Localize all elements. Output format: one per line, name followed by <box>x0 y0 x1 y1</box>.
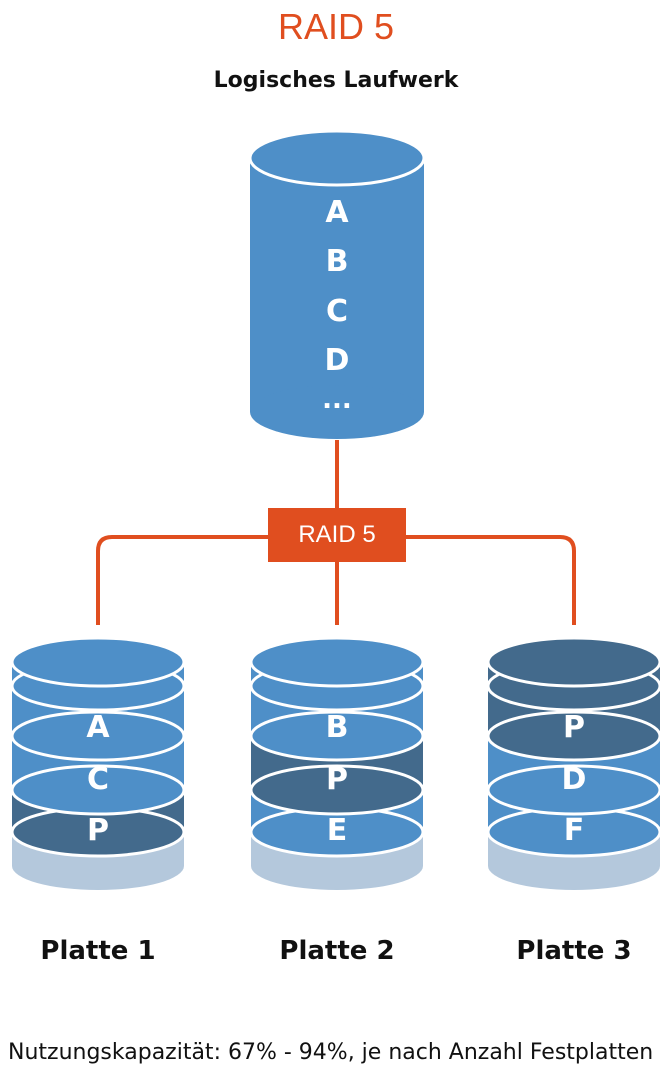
disk-parity-block: P <box>87 813 109 848</box>
disk-block: B <box>326 710 349 745</box>
disk-block: D <box>562 762 587 797</box>
logical-block: B <box>326 244 349 279</box>
disk-2-cylinder: B P E <box>249 636 425 890</box>
disk-3-cylinder: P D F <box>486 636 662 890</box>
raid-controller-box: RAID 5 <box>268 508 406 562</box>
logical-block-ellipsis: ... <box>322 385 352 415</box>
capacity-note: Nutzungskapazität: 67% - 94%, je nach An… <box>8 1040 654 1065</box>
disk-block: E <box>327 813 348 848</box>
logical-drive-cylinder: A B C D ... <box>248 129 426 439</box>
logical-drive-label: Logisches Laufwerk <box>213 68 459 93</box>
disk-label-2: Platte 2 <box>279 936 395 966</box>
disk-block: C <box>87 762 109 797</box>
diagram-title: RAID 5 <box>277 6 395 47</box>
connector-raid-to-disk-3 <box>404 535 576 625</box>
disk-block: F <box>564 813 585 848</box>
logical-block: C <box>326 294 348 329</box>
disk-label-3: Platte 3 <box>516 936 632 966</box>
disk-parity-block: P <box>563 710 585 745</box>
disk-parity-block: P <box>326 762 348 797</box>
connector-lines <box>96 440 576 625</box>
connector-raid-to-disk-1 <box>96 535 270 625</box>
disk-block: A <box>86 710 110 745</box>
disk-label-1: Platte 1 <box>40 936 156 966</box>
logical-block: D <box>325 343 350 378</box>
disk-1-cylinder: A C P <box>10 636 186 890</box>
logical-block: A <box>325 195 349 230</box>
